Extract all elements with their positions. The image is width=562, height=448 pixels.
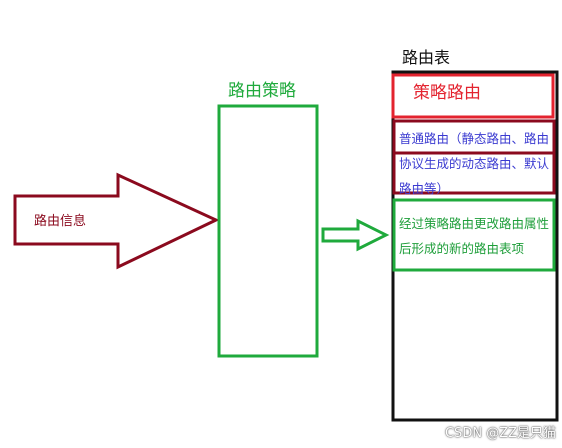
watermark: CSDN @ZZ是只猫 [444,426,556,441]
modified-routes-row [392,198,556,272]
route-info-label: 路由信息 [34,214,87,229]
normal-routes-row-lower [392,151,556,195]
policy-route-label: 策略路由 [413,83,481,103]
policy-box [217,104,319,358]
modified-routes-text: 经过策略路由更改路由属性后形成的新的路由表项 [399,216,550,256]
policy-box-title: 路由策略 [228,81,296,101]
policy-route-row [391,73,555,119]
input-arrow [13,172,220,270]
normal-routes-text: 普通路由（静态路由、路由协议生成的动态路由、默认路由等） [399,131,550,196]
output-arrow [321,218,390,252]
routing-table-title: 路由表 [402,48,451,67]
